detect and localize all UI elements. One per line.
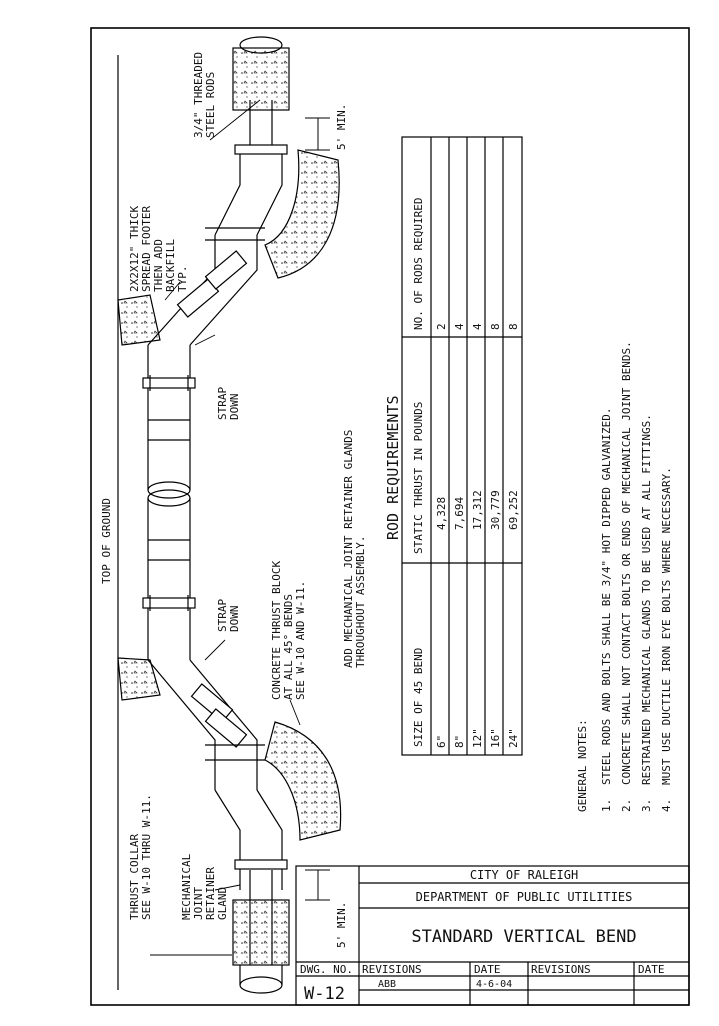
concrete-block-label-2: AT ALL 45° BENDS xyxy=(282,594,295,700)
note-number: 4. xyxy=(660,799,673,812)
rod-cell: 7,694 xyxy=(453,497,466,530)
add-mech-label-1: ADD MECHANICAL JOINT RETAINER GLANDS xyxy=(342,430,355,668)
general-notes-list: 1. STEEL RODS AND BOLTS SHALL BE 3/4" HO… xyxy=(600,341,673,812)
rod-cell: 4 xyxy=(471,323,484,330)
rod-cell: 12" xyxy=(471,728,484,748)
rod-requirements-table xyxy=(401,136,523,756)
spread-footer-label-4: BACKFILL xyxy=(164,239,177,292)
min-label-right: 5' MIN. xyxy=(335,104,348,150)
rod-header-thrust: STATIC THRUST IN POUNDS xyxy=(412,402,425,554)
mech-joint-label-2: JOINT xyxy=(192,887,205,920)
note-number: 1. xyxy=(600,799,613,812)
threaded-rods-label-2: STEEL RODS xyxy=(204,72,217,138)
rod-cell: 8 xyxy=(507,323,520,330)
rod-row-3: 12" 17,312 4 xyxy=(471,323,484,748)
mech-joint-label-1: MECHANICAL xyxy=(180,853,193,920)
spread-footer-label-2: SPREAD FOOTER xyxy=(140,206,153,292)
rod-table-title: ROD REQUIREMENTS xyxy=(384,396,402,541)
rod-cell: 2 xyxy=(435,323,448,330)
rod-cell: 30,779 xyxy=(489,490,502,530)
strap-left-label-2: DOWN xyxy=(228,606,241,633)
dwg-no-label: DWG. NO. xyxy=(300,963,353,976)
thrust-collar-label-2: SEE W-10 THRU W-11. xyxy=(140,794,153,920)
note-number: 3. xyxy=(640,799,653,812)
dwg-no-value: W-12 xyxy=(304,984,345,1004)
rod-cell: 6" xyxy=(435,735,448,748)
revision-entry: ABB xyxy=(378,979,396,990)
spread-footer-label-1: 2X2X12" THICK xyxy=(128,206,141,292)
concrete-block-label-3: SEE W-10 AND W-11. xyxy=(294,581,307,700)
rod-row-1: 6" 4,328 2 xyxy=(435,323,448,748)
mech-joint-label-4: GLAND xyxy=(216,887,229,920)
concrete-block-label-1: CONCRETE THRUST BLOCK xyxy=(270,561,283,700)
note-number: 2. xyxy=(620,799,633,812)
min-dimension-marks xyxy=(305,117,330,901)
rod-header-size: SIZE OF 45 BEND xyxy=(412,648,425,747)
note-text: STEEL RODS AND BOLTS SHALL BE 3/4" HOT D… xyxy=(600,408,613,786)
rod-row-4: 16" 30,779 8 xyxy=(489,323,502,748)
rod-header-rods: NO. OF RODS REQUIRED xyxy=(412,198,425,330)
rod-cell: 16" xyxy=(489,728,502,748)
rod-cell: 8" xyxy=(453,735,466,748)
strap-right-label-1: STRAP xyxy=(216,387,229,420)
rod-cell: 4 xyxy=(453,323,466,330)
strap-left-label-1: STRAP xyxy=(216,599,229,632)
rod-cell: 69,252 xyxy=(507,490,520,530)
revisions-label-2: REVISIONS xyxy=(531,963,591,976)
title-block xyxy=(295,865,690,1006)
city-name: CITY OF RALEIGH xyxy=(470,868,578,882)
spread-footer-label-5: TYP. xyxy=(176,266,189,293)
strap-right-label-2: DOWN xyxy=(228,394,241,421)
rod-row-5: 24" 69,252 8 xyxy=(507,323,520,748)
note-text: CONCRETE SHALL NOT CONTACT BOLTS OR ENDS… xyxy=(620,341,633,785)
general-notes-title: GENERAL NOTES: xyxy=(576,719,589,812)
note-text: RESTRAINED MECHANICAL GLANDS TO BE USED … xyxy=(640,414,653,785)
date-label: DATE xyxy=(474,963,501,976)
revision-date: 4-6-04 xyxy=(476,979,512,990)
rod-row-2: 8" 7,694 4 xyxy=(453,323,466,748)
upper-bend-assembly xyxy=(117,36,340,499)
mech-joint-label-3: RETAINER xyxy=(204,867,217,920)
note-text: MUST USE DUCTILE IRON EYE BOLTS WHERE NE… xyxy=(660,467,673,785)
date-label-2: DATE xyxy=(638,963,665,976)
department-name: DEPARTMENT OF PUBLIC UTILITIES xyxy=(416,890,633,904)
top-of-ground-label: TOP OF GROUND xyxy=(100,498,113,584)
rod-cell: 24" xyxy=(507,728,520,748)
revisions-label: REVISIONS xyxy=(362,963,422,976)
add-mech-label-2: THROUGHOUT ASSEMBLY. xyxy=(354,536,367,668)
lower-bend-assembly xyxy=(117,489,342,994)
rod-cell: 8 xyxy=(489,323,502,330)
spread-footer-label-3: THEN ADD xyxy=(152,239,165,292)
leader-lines xyxy=(150,99,301,956)
min-label-left: 5' MIN. xyxy=(335,902,348,948)
drawing-title: STANDARD VERTICAL BEND xyxy=(411,927,636,947)
rod-cell: 17,312 xyxy=(471,490,484,530)
rod-cell: 4,328 xyxy=(435,497,448,530)
threaded-rods-label-1: 3/4" THREADED xyxy=(192,52,205,138)
thrust-collar-label-1: THRUST COLLAR xyxy=(128,834,141,920)
